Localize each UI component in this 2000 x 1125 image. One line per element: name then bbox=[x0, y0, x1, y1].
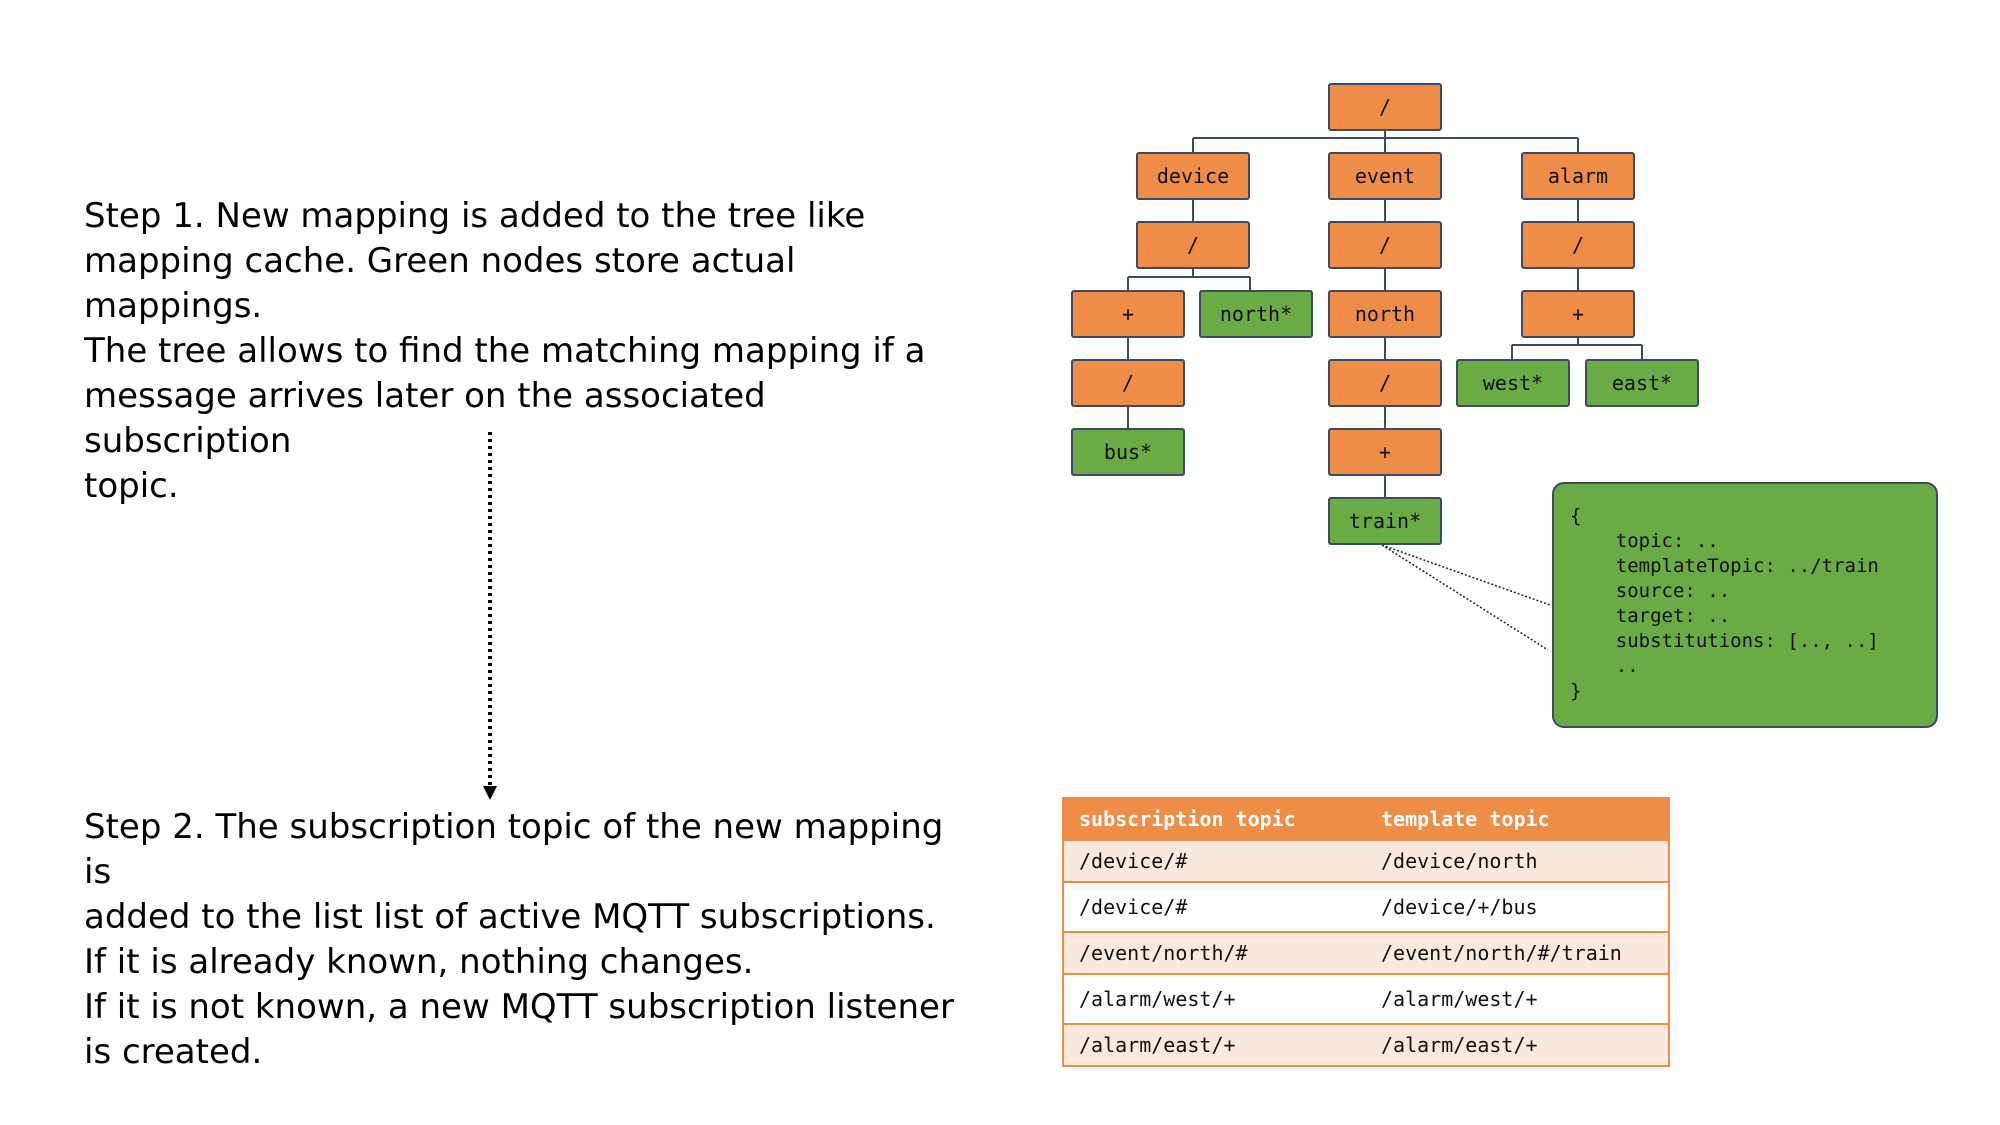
subscription-topic-cell: /alarm/east/+ bbox=[1063, 1023, 1366, 1066]
tree-node-device-plus: + bbox=[1071, 290, 1185, 338]
template-topic-cell: /alarm/west/+ bbox=[1366, 973, 1669, 1024]
flow-arrow bbox=[483, 432, 497, 800]
tree-node-bus: bus* bbox=[1071, 428, 1185, 476]
mapping-detail-line: } bbox=[1570, 680, 1582, 702]
mapping-detail-line: .. bbox=[1570, 655, 1639, 677]
table-row: /event/north/# /event/north/#/train bbox=[1063, 931, 1669, 974]
tree-node-device: device bbox=[1136, 152, 1250, 200]
subscription-table: subscription topic template topic /devic… bbox=[1062, 797, 1670, 1067]
template-topic-cell: /alarm/east/+ bbox=[1366, 1023, 1669, 1066]
mapping-detail-box: { topic: .. templateTopic: ../train sour… bbox=[1552, 482, 1938, 728]
tree-node-event-separator: / bbox=[1328, 221, 1442, 269]
step-2-text: Step 2. The subscription topic of the ne… bbox=[84, 807, 954, 1072]
tree-node-root: / bbox=[1328, 83, 1442, 131]
mapping-detail-line: { bbox=[1570, 505, 1582, 527]
tree-node-device-north: north* bbox=[1199, 290, 1313, 338]
mapping-detail-line: templateTopic: ../train bbox=[1570, 555, 1879, 577]
tree-node-alarm: alarm bbox=[1521, 152, 1635, 200]
subscription-topic-cell: /event/north/# bbox=[1063, 931, 1366, 974]
table-row: /alarm/east/+ /alarm/east/+ bbox=[1063, 1023, 1669, 1066]
mapping-detail-line: topic: .. bbox=[1570, 530, 1719, 552]
table-row: /device/# /device/+/bus bbox=[1063, 881, 1669, 932]
subscription-topic-cell: /device/# bbox=[1063, 839, 1366, 882]
column-header-template-topic: template topic bbox=[1366, 798, 1669, 840]
step-1-text: Step 1. New mapping is added to the tree… bbox=[84, 196, 926, 506]
tree-node-alarm-separator: / bbox=[1521, 221, 1635, 269]
template-topic-cell: /device/north bbox=[1366, 839, 1669, 882]
template-topic-cell: /device/+/bus bbox=[1366, 881, 1669, 932]
tree-node-train: train* bbox=[1328, 497, 1442, 545]
tree-node-alarm-east: east* bbox=[1585, 359, 1699, 407]
tree-node-device-plus-separator: / bbox=[1071, 359, 1185, 407]
subscription-topic-cell: /alarm/west/+ bbox=[1063, 973, 1366, 1024]
tree-node-event-north-separator: / bbox=[1328, 359, 1442, 407]
mapping-detail-line: substitutions: [.., ..] bbox=[1570, 630, 1879, 652]
mapping-detail-line: target: .. bbox=[1570, 605, 1731, 627]
tree-node-event-north: north bbox=[1328, 290, 1442, 338]
tree-node-alarm-plus: + bbox=[1521, 290, 1635, 338]
tree-node-event: event bbox=[1328, 152, 1442, 200]
table-header-row: subscription topic template topic bbox=[1063, 798, 1669, 840]
tree-node-event-plus: + bbox=[1328, 428, 1442, 476]
table-row: /device/# /device/north bbox=[1063, 839, 1669, 882]
subscription-topic-cell: /device/# bbox=[1063, 881, 1366, 932]
tree-node-alarm-west: west* bbox=[1456, 359, 1570, 407]
table-row: /alarm/west/+ /alarm/west/+ bbox=[1063, 973, 1669, 1024]
template-topic-cell: /event/north/#/train bbox=[1366, 931, 1669, 974]
mapping-detail-line: source: .. bbox=[1570, 580, 1731, 602]
tree-node-device-separator: / bbox=[1136, 221, 1250, 269]
column-header-subscription-topic: subscription topic bbox=[1063, 798, 1366, 840]
